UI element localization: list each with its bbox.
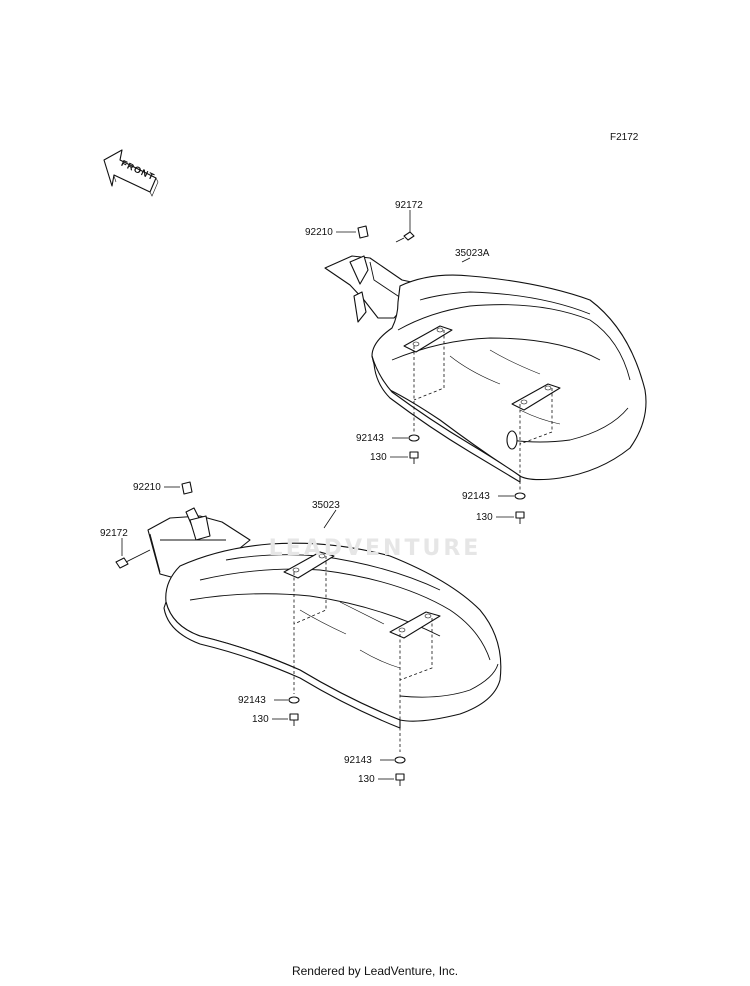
lower-right-fasteners: 92143 130 [344, 755, 406, 786]
callout-lower-130-right: 130 [358, 774, 375, 785]
callout-lower-92143-left: 92143 [238, 695, 266, 706]
callout-lower-92143-right: 92143 [344, 755, 372, 766]
figure-code: F2172 [610, 132, 639, 143]
callout-upper-130-right: 130 [476, 512, 493, 523]
callout-lower-35023: 35023 [312, 500, 340, 511]
callout-lower-92210: 92210 [133, 482, 161, 493]
leader-35023 [323, 509, 337, 529]
footer-credit: Rendered by LeadVenture, Inc. [291, 964, 459, 978]
lower-left-fasteners: 92143 130 [238, 695, 300, 726]
callout-lower-130-left: 130 [252, 714, 269, 725]
upper-bolt-92172: 92172 [395, 200, 423, 243]
callout-lower-92172: 92172 [100, 528, 128, 539]
callout-upper-130-left: 130 [370, 452, 387, 463]
upper-right-fasteners: 92143 130 [462, 491, 526, 524]
upper-left-fasteners: 92143 130 [356, 433, 420, 464]
callout-upper-92143-left: 92143 [356, 433, 384, 444]
front-arrow-icon: FRONT [103, 149, 159, 197]
leader-35023a [461, 257, 471, 263]
lower-clip-nut-92210: 92210 [133, 481, 193, 495]
callout-upper-35023a: 35023A [455, 248, 490, 259]
lower-bolt-92172: 92172 [100, 528, 151, 569]
callout-upper-92172: 92172 [395, 200, 423, 211]
upper-cover-35023a [324, 255, 647, 490]
callout-upper-92210: 92210 [305, 227, 333, 238]
callout-upper-92143-right: 92143 [462, 491, 490, 502]
lower-cover-35023 [147, 507, 502, 752]
upper-clip-nut-92210: 92210 [305, 225, 369, 239]
